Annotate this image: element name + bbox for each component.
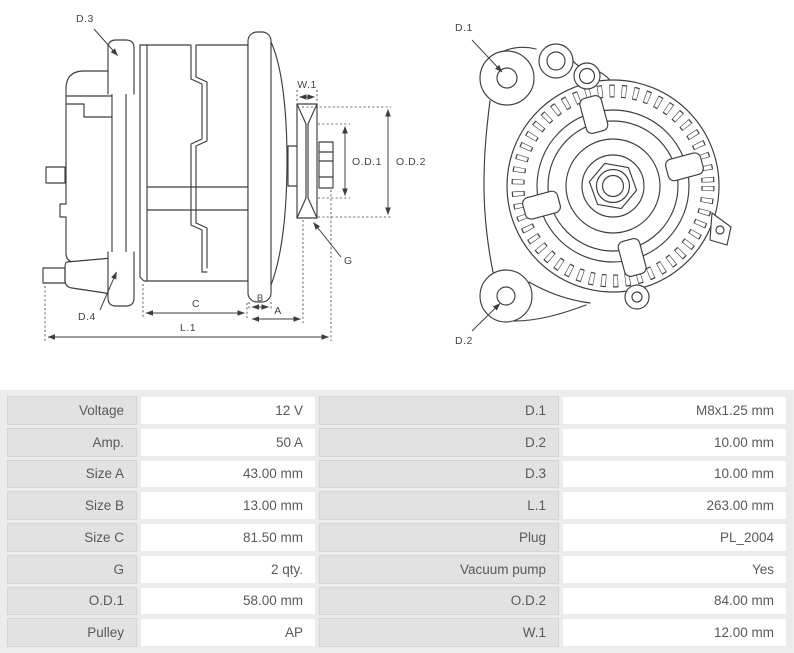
spec-table: Voltage 12 V D.1 M8x1.25 mm Amp. 50 A D.… bbox=[0, 390, 794, 653]
callout-d1: D.1 bbox=[455, 22, 503, 73]
dim-label-w1: W.1 bbox=[297, 79, 317, 91]
mounting-ear-upper-mid bbox=[538, 43, 574, 79]
spec-label: Pulley bbox=[7, 618, 137, 647]
spec-label: D.2 bbox=[319, 427, 559, 457]
dim-label-d2: D.2 bbox=[455, 335, 473, 347]
dim-l1: L.1 bbox=[44, 190, 332, 341]
spec-label: Size C bbox=[7, 523, 137, 552]
stator-body bbox=[139, 44, 249, 282]
right-side-tab bbox=[709, 212, 732, 246]
spec-value: M8x1.25 mm bbox=[562, 396, 787, 425]
spec-label: O.D.1 bbox=[7, 586, 137, 616]
mounting-ear-bottom-right bbox=[624, 284, 650, 310]
dim-label-c: C bbox=[192, 298, 200, 310]
dim-b: B bbox=[248, 293, 272, 310]
spec-value: 58.00 mm bbox=[140, 586, 316, 616]
callout-d2: D.2 bbox=[455, 303, 501, 347]
dim-label-l1: L.1 bbox=[180, 322, 196, 334]
spec-value: 263.00 mm bbox=[562, 491, 787, 520]
spec-value: 10.00 mm bbox=[562, 427, 787, 457]
adjuster-stud bbox=[42, 267, 66, 284]
dim-w1: W.1 bbox=[296, 79, 318, 103]
spec-label: Vacuum pump bbox=[319, 554, 559, 584]
rear-cover bbox=[45, 70, 119, 263]
hub-ring bbox=[565, 138, 661, 234]
callout-g: G bbox=[313, 222, 353, 267]
spec-value: 43.00 mm bbox=[140, 459, 316, 489]
front-bracket bbox=[247, 31, 272, 303]
spec-value: Yes bbox=[562, 554, 787, 584]
shaft-hub bbox=[318, 141, 334, 189]
shaft-nut bbox=[588, 162, 638, 210]
dim-label-a: A bbox=[274, 305, 282, 317]
spec-label: L.1 bbox=[319, 491, 559, 520]
spec-value: 84.00 mm bbox=[562, 586, 787, 616]
pulley-face bbox=[547, 120, 679, 252]
spec-label: Size B bbox=[7, 491, 137, 520]
dim-od2: O.D.2 bbox=[302, 106, 426, 218]
spec-value: 12 V bbox=[140, 396, 316, 425]
dim-a: A bbox=[251, 220, 304, 323]
face-spokes bbox=[522, 95, 704, 277]
dim-c: C bbox=[142, 284, 248, 318]
mounting-ear-top bbox=[479, 50, 535, 106]
spec-value: 81.50 mm bbox=[140, 523, 316, 552]
dim-label-od2: O.D.2 bbox=[396, 156, 426, 168]
terminal-stud bbox=[45, 166, 66, 184]
spec-label: W.1 bbox=[319, 618, 559, 647]
spec-value: 2 qty. bbox=[140, 554, 316, 584]
vent-slots bbox=[511, 84, 715, 288]
fan-shroud bbox=[270, 41, 288, 286]
dim-label-b: B bbox=[257, 293, 263, 304]
mounting-ear-bottom bbox=[479, 269, 533, 323]
dim-label-d3: D.3 bbox=[76, 13, 94, 25]
dim-label-d4: D.4 bbox=[78, 311, 96, 323]
dim-od1: O.D.1 bbox=[318, 123, 382, 199]
drawing-canvas: W.1 O.D.1 O.D.2 G D.3 D.4 bbox=[42, 13, 732, 347]
alternator-technical-drawing: W.1 O.D.1 O.D.2 G D.3 D.4 bbox=[42, 13, 732, 347]
front-view-drawing: D.1 D.2 bbox=[455, 22, 732, 347]
dim-label-d1: D.1 bbox=[455, 22, 473, 34]
callout-d3: D.3 bbox=[76, 13, 118, 56]
dim-label-od1: O.D.1 bbox=[352, 156, 382, 168]
side-view-drawing: W.1 O.D.1 O.D.2 G D.3 D.4 bbox=[42, 13, 426, 341]
spec-label: G bbox=[7, 554, 137, 584]
spec-label: D.1 bbox=[319, 396, 559, 425]
spec-label: O.D.2 bbox=[319, 586, 559, 616]
spec-label: Amp. bbox=[7, 427, 137, 457]
dim-label-g: G bbox=[344, 255, 353, 267]
spec-label: Plug bbox=[319, 523, 559, 552]
mounting-hole-d2 bbox=[496, 286, 516, 306]
spec-value: 12.00 mm bbox=[562, 618, 787, 647]
spec-value: 50 A bbox=[140, 427, 316, 457]
mounting-plate bbox=[107, 39, 135, 307]
spec-value: AP bbox=[140, 618, 316, 647]
pulley bbox=[296, 103, 318, 219]
callout-d4: D.4 bbox=[78, 271, 117, 323]
nut-ring bbox=[581, 154, 645, 218]
spec-label: D.3 bbox=[319, 459, 559, 489]
spec-value: PL_2004 bbox=[562, 523, 787, 552]
spec-label: Size A bbox=[7, 459, 137, 489]
spec-value: 13.00 mm bbox=[140, 491, 316, 520]
spec-label: Voltage bbox=[7, 396, 137, 425]
mounting-hole-d1 bbox=[496, 67, 518, 89]
mounting-ear-upper-small bbox=[573, 62, 601, 90]
spec-value: 10.00 mm bbox=[562, 459, 787, 489]
